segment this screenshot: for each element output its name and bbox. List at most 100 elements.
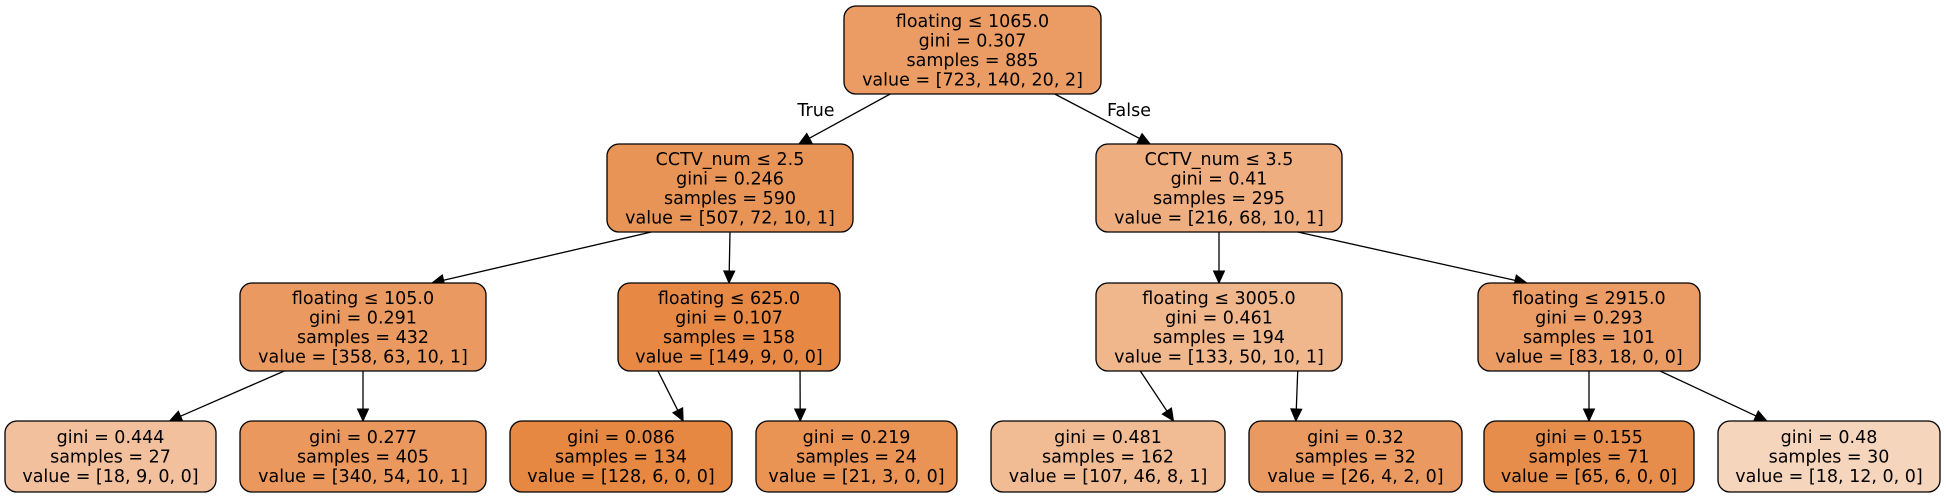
node-label-line: samples = 194 bbox=[1153, 328, 1285, 348]
node-label-line: samples = 71 bbox=[1529, 448, 1650, 468]
node-label-line: value = [149, 9, 0, 0] bbox=[635, 347, 822, 367]
arrowhead-icon bbox=[1290, 408, 1303, 423]
arrowhead-icon bbox=[1582, 408, 1596, 423]
arrowhead-icon bbox=[793, 408, 807, 423]
node-label-line: samples = 32 bbox=[1295, 448, 1416, 468]
node-box bbox=[990, 420, 1226, 493]
node-label-line: samples = 162 bbox=[1042, 448, 1174, 468]
node-label-line: floating ≤ 3005.0 bbox=[1142, 289, 1295, 309]
node-label-line: gini = 0.461 bbox=[1165, 308, 1273, 328]
node-box bbox=[617, 282, 841, 372]
node-label-line: gini = 0.155 bbox=[1535, 428, 1643, 448]
node-label-line: CCTV_num ≤ 3.5 bbox=[1145, 150, 1294, 170]
edge-n0-n2 bbox=[1054, 93, 1140, 140]
node-label-line: gini = 0.293 bbox=[1535, 308, 1643, 328]
node-label-line: samples = 405 bbox=[297, 448, 429, 468]
node-box bbox=[239, 420, 487, 493]
node-label-line: value = [65, 6, 0, 0] bbox=[1501, 467, 1677, 487]
node-label-line: value = [340, 54, 10, 1] bbox=[258, 467, 468, 487]
edge-n0-n1 bbox=[809, 93, 891, 139]
node-label-line: samples = 24 bbox=[796, 448, 917, 468]
node-box bbox=[1095, 143, 1343, 233]
node-label-line: samples = 30 bbox=[1769, 448, 1890, 468]
arrowhead-icon bbox=[722, 270, 736, 285]
node-label-line: gini = 0.41 bbox=[1171, 169, 1268, 189]
node-box bbox=[239, 282, 487, 372]
node-label-line: gini = 0.107 bbox=[675, 308, 783, 328]
node-label-line: floating ≤ 105.0 bbox=[292, 289, 434, 309]
node-label-line: gini = 0.444 bbox=[57, 428, 165, 448]
node-box bbox=[843, 5, 1102, 95]
node-box bbox=[606, 143, 854, 233]
false-edge-label: False bbox=[1107, 101, 1151, 121]
edges-layer bbox=[168, 93, 1768, 423]
node-label-line: samples = 295 bbox=[1153, 189, 1285, 209]
node-box bbox=[1717, 420, 1941, 493]
edge-n6-n14 bbox=[1659, 370, 1757, 417]
node-box bbox=[1095, 282, 1343, 372]
node-label-line: gini = 0.307 bbox=[919, 31, 1027, 51]
node-label-line: value = [83, 18, 0, 0] bbox=[1495, 347, 1682, 367]
node-label-line: samples = 158 bbox=[663, 328, 795, 348]
arrowhead-icon bbox=[1161, 407, 1175, 422]
node-label-line: floating ≤ 1065.0 bbox=[896, 12, 1049, 32]
node-label-line: gini = 0.291 bbox=[309, 308, 417, 328]
edge-n5-n12 bbox=[1295, 370, 1299, 410]
node-label-line: samples = 885 bbox=[907, 51, 1039, 71]
node-label-line: samples = 27 bbox=[50, 448, 171, 468]
node-label-line: value = [507, 72, 10, 1] bbox=[625, 208, 835, 228]
node-label-line: floating ≤ 625.0 bbox=[658, 289, 800, 309]
node-box bbox=[1483, 420, 1695, 493]
node-label-line: floating ≤ 2915.0 bbox=[1512, 289, 1665, 309]
node-label-line: gini = 0.32 bbox=[1307, 428, 1404, 448]
node-label-line: samples = 590 bbox=[664, 189, 796, 209]
arrowhead-icon bbox=[671, 407, 684, 423]
edge-n5-n11 bbox=[1139, 370, 1168, 412]
node-label-line: value = [128, 6, 0, 0] bbox=[527, 467, 714, 487]
node-label-line: value = [18, 12, 0, 0] bbox=[1735, 467, 1922, 487]
node-label-line: value = [723, 140, 20, 2] bbox=[862, 70, 1083, 90]
node-label-line: value = [21, 3, 0, 0] bbox=[768, 467, 944, 487]
node-label-line: value = [18, 9, 0, 0] bbox=[22, 467, 198, 487]
edge-n1-n3 bbox=[443, 231, 652, 281]
node-box bbox=[755, 420, 958, 493]
node-label-line: value = [133, 50, 10, 1] bbox=[1114, 347, 1324, 367]
node-label-line: gini = 0.086 bbox=[567, 428, 675, 448]
node-label-line: value = [107, 46, 8, 1] bbox=[1009, 467, 1208, 487]
true-edge-label: True bbox=[796, 101, 834, 121]
node-label-line: gini = 0.481 bbox=[1054, 428, 1162, 448]
node-label-line: gini = 0.277 bbox=[309, 428, 417, 448]
node-label-line: value = [216, 68, 10, 1] bbox=[1114, 208, 1324, 228]
node-label-line: samples = 101 bbox=[1523, 328, 1655, 348]
arrowhead-icon bbox=[1752, 410, 1768, 422]
node-label-line: gini = 0.246 bbox=[676, 169, 784, 189]
node-label-line: samples = 134 bbox=[555, 448, 687, 468]
node-box bbox=[509, 420, 733, 493]
node-box bbox=[1477, 282, 1701, 372]
edge-n3-n7 bbox=[180, 370, 285, 417]
edge-n1-n4 bbox=[728, 231, 731, 272]
node-label-line: gini = 0.219 bbox=[803, 428, 911, 448]
node-box bbox=[1248, 420, 1463, 493]
arrowhead-icon bbox=[797, 132, 813, 145]
node-label-line: gini = 0.48 bbox=[1781, 428, 1878, 448]
node-box bbox=[4, 420, 217, 493]
arrowhead-icon bbox=[168, 410, 184, 422]
